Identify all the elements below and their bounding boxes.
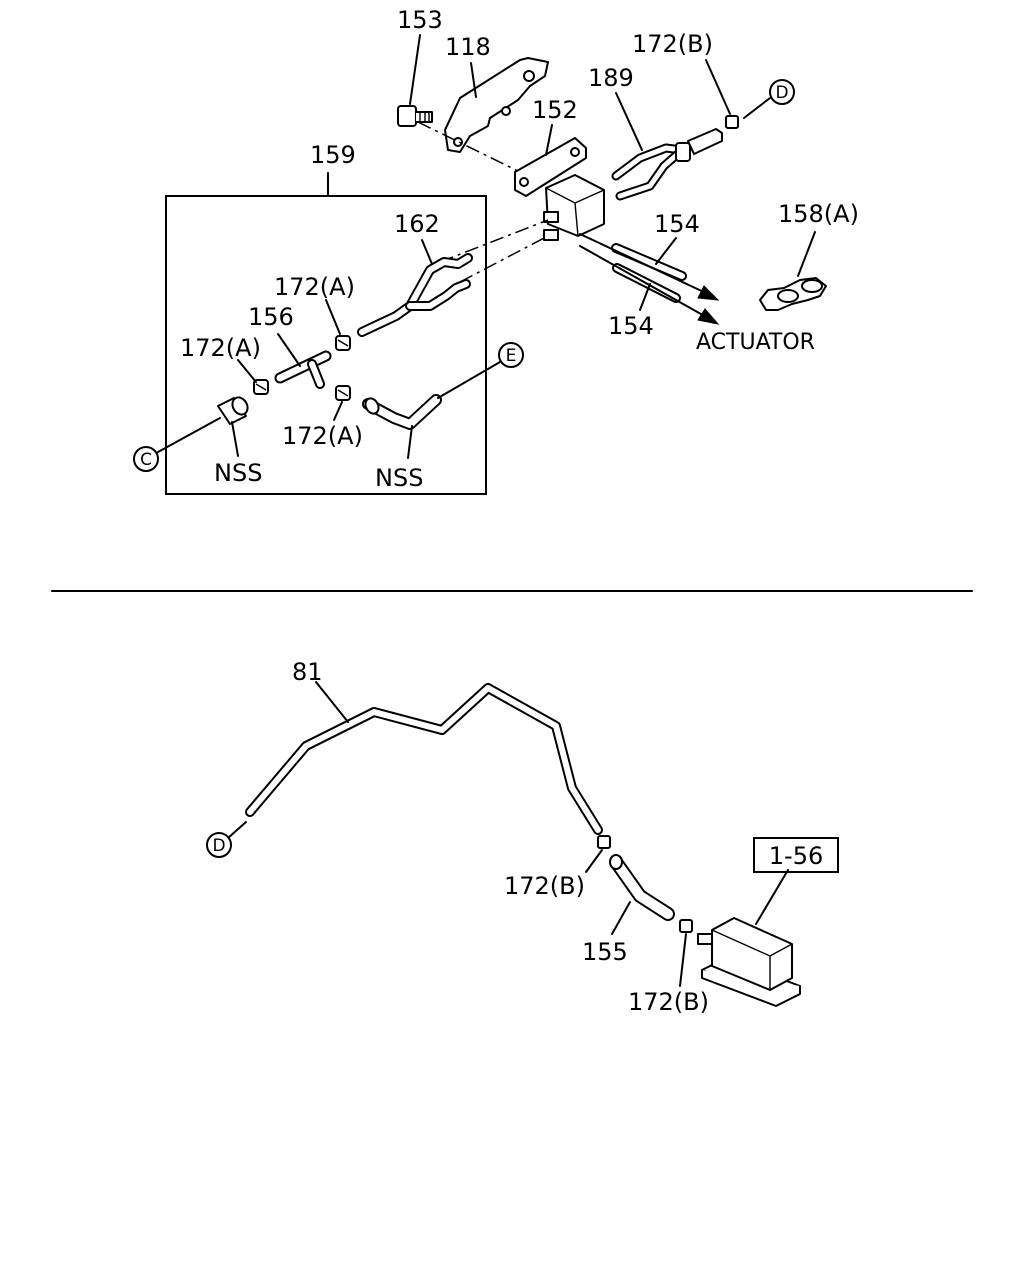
- label-172a-1: 172(A): [274, 273, 355, 301]
- leader-1-56: [755, 869, 789, 925]
- leader-ref-d-top: [743, 97, 771, 119]
- leader-nss-left: [231, 421, 239, 457]
- label-172a-2: 172(A): [180, 334, 261, 362]
- label-172b-2: 172(B): [628, 988, 709, 1016]
- bolt-153: [397, 105, 433, 127]
- leader-172a-3: [333, 401, 343, 421]
- plate-152: [514, 137, 587, 197]
- leader-ref-c: [157, 417, 221, 453]
- canister-1-56: [697, 917, 801, 1007]
- label-1-56: 1-56: [769, 842, 823, 870]
- label-nss-right: NSS: [375, 464, 423, 492]
- label-172a-3: 172(A): [282, 422, 363, 450]
- label-172b-1: 172(B): [504, 872, 585, 900]
- label-155: 155: [582, 938, 628, 966]
- ref-box-1-56: [753, 837, 839, 873]
- leader-156: [277, 333, 301, 367]
- clip-172a-2: [253, 379, 269, 395]
- assembly-line-162-upper: [439, 219, 549, 263]
- leader-152: [545, 124, 553, 156]
- arrow-line-lower: [579, 245, 709, 319]
- label-162: 162: [394, 210, 440, 238]
- label-172b-top: 172(B): [632, 30, 713, 58]
- leader-154-upper: [655, 237, 677, 265]
- leader-162: [421, 239, 433, 265]
- clip-172b-top: [725, 115, 739, 129]
- hose-162: [357, 253, 473, 337]
- tube-nss-left: [217, 396, 249, 425]
- clamp-158a: [759, 277, 827, 311]
- leader-172b-2: [679, 933, 687, 987]
- label-153: 153: [397, 6, 443, 34]
- leader-ref-e: [437, 361, 501, 399]
- label-actuator: ACTUATOR: [696, 330, 815, 355]
- label-81: 81: [292, 658, 323, 686]
- hose-155: [609, 854, 675, 921]
- ref-d-bottom: [206, 832, 232, 858]
- tee-156: [274, 350, 332, 389]
- ref-d-bottom-letter: D: [212, 836, 225, 856]
- ref-d-top-letter: D: [775, 83, 788, 103]
- hose-154-upper: [611, 243, 687, 281]
- hose-nss-right: [362, 394, 442, 430]
- clip-172b-1: [597, 835, 611, 849]
- valve-body: [543, 174, 605, 241]
- label-118: 118: [445, 33, 491, 61]
- label-152: 152: [532, 96, 578, 124]
- assembly-line-153: [417, 121, 521, 173]
- label-156: 156: [248, 303, 294, 331]
- ref-d-top: [769, 79, 795, 105]
- leader-158a: [797, 231, 816, 277]
- arrow-head-upper: [697, 285, 720, 301]
- arrow-line-upper: [579, 233, 709, 295]
- leader-172a-1: [325, 299, 341, 335]
- leader-172b-top: [705, 59, 731, 115]
- clip-172a-3: [335, 385, 351, 401]
- clip-172a-1: [335, 335, 351, 351]
- clip-172b-2: [679, 919, 693, 933]
- ref-e: [498, 342, 524, 368]
- arrow-head-lower: [697, 308, 720, 325]
- leader-118: [470, 62, 477, 98]
- leader-81: [315, 681, 349, 723]
- leader-172a-2: [237, 359, 257, 383]
- assembly-159-box: [165, 195, 487, 495]
- label-154-upper: 154: [654, 210, 700, 238]
- label-189: 189: [588, 64, 634, 92]
- leader-153: [409, 34, 421, 105]
- pipe-81: [245, 683, 603, 835]
- label-159: 159: [310, 141, 356, 169]
- leader-172b-1: [585, 849, 603, 873]
- leader-189: [615, 92, 643, 151]
- label-nss-left: NSS: [214, 459, 262, 487]
- ref-e-letter: E: [506, 346, 517, 366]
- hose-189: [611, 128, 723, 201]
- ref-c: [133, 446, 159, 472]
- leader-ref-d-bottom: [227, 821, 247, 839]
- leader-nss-right: [407, 425, 413, 459]
- ref-c-letter: C: [140, 450, 152, 470]
- label-154-lower: 154: [608, 312, 654, 340]
- label-158a: 158(A): [778, 200, 859, 228]
- bracket-118: [444, 57, 549, 153]
- leader-155: [611, 901, 631, 935]
- leader-154-lower: [639, 283, 651, 311]
- assembly-line-162-lower: [459, 235, 549, 283]
